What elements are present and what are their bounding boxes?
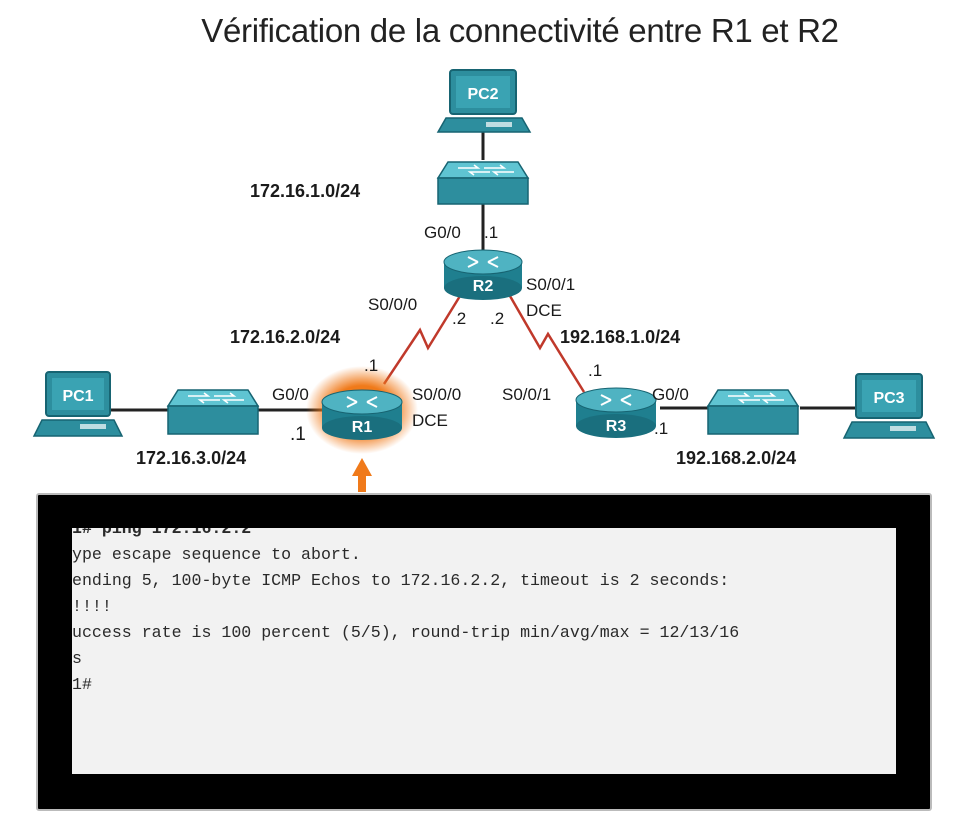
r3-g00-ip-label: .1 [654, 419, 668, 438]
r2-s000-label: S0/0/0 [368, 295, 417, 314]
console-line: ype escape sequence to abort. [72, 545, 361, 564]
r2-s000-ip-label: .2 [452, 309, 466, 328]
r2-g00-ip-label: .1 [484, 223, 498, 242]
console-line-command: 1# ping 172.16.2.2 [72, 528, 252, 538]
r3-s001-label: S0/0/1 [502, 385, 551, 404]
network-topology-diagram: PC2 PC1 PC3 R2 [32, 69, 936, 492]
console-output: 1# ping 172.16.2.2 ype escape sequence t… [72, 528, 896, 774]
page-title: Vérification de la connectivité entre R1… [201, 12, 839, 49]
switch3-icon [706, 389, 800, 435]
network-label-172-16-3: 172.16.3.0/24 [136, 448, 246, 468]
console-line: !!!! [72, 597, 112, 616]
pc3-label: PC3 [873, 390, 904, 407]
network-label-172-16-2: 172.16.2.0/24 [230, 327, 340, 347]
r3-s001-ip-label: .1 [588, 361, 602, 380]
pc2-icon: PC2 [436, 69, 532, 133]
r1-s000-label: S0/0/0 [412, 385, 461, 404]
arrow-up-icon [352, 458, 372, 492]
r3-g00-label: G0/0 [652, 385, 689, 404]
switch2-icon [436, 161, 530, 205]
r2-router-icon: R2 [443, 249, 523, 300]
switch1-icon [166, 389, 260, 435]
r2-s001-dce-label: DCE [526, 301, 562, 320]
r2-s001-label: S0/0/1 [526, 275, 575, 294]
network-label-172-16-1: 172.16.1.0/24 [250, 181, 360, 201]
r2-s001-ip-label: .2 [490, 309, 504, 328]
pc2-label: PC2 [467, 86, 498, 103]
r3-router-icon: R3 [575, 387, 657, 438]
r3-label: R3 [606, 418, 627, 435]
r1-router-icon: R1 [306, 366, 418, 454]
r2-label: R2 [473, 278, 494, 295]
network-label-192-168-1: 192.168.1.0/24 [560, 327, 680, 347]
serial-link-r1-r2 [382, 295, 462, 385]
r1-s000-ip-label: .1 [364, 356, 378, 375]
r1-g00-ip-label: .1 [290, 424, 306, 445]
console-line-prompt: 1# [72, 675, 92, 694]
serial-link-r2-r3 [508, 295, 586, 393]
r1-g00-label: G0/0 [272, 385, 309, 404]
network-label-192-168-2: 192.168.2.0/24 [676, 448, 796, 468]
r1-label: R1 [352, 419, 373, 436]
console-line: ending 5, 100-byte ICMP Echos to 172.16.… [72, 571, 730, 590]
r1-s000-dce-label: DCE [412, 411, 448, 430]
pc1-label: PC1 [62, 388, 93, 405]
console-line: s [72, 649, 82, 668]
pc1-icon: PC1 [32, 371, 124, 437]
r2-g00-label: G0/0 [424, 223, 461, 242]
console-line: uccess rate is 100 percent (5/5), round-… [72, 623, 740, 642]
pc3-icon: PC3 [842, 373, 936, 439]
